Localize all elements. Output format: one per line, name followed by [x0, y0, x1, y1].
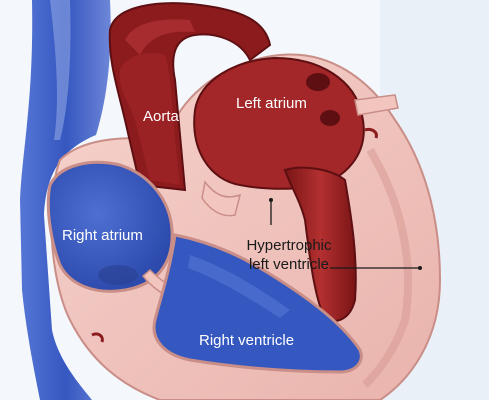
- pulmonary-vein-opening: [306, 73, 330, 91]
- leader-dot: [418, 266, 422, 270]
- label-hypertrophic-line2: left ventricle: [248, 256, 330, 273]
- pulmonary-vein-opening: [320, 110, 340, 126]
- label-aorta: Aorta: [143, 108, 179, 125]
- lv-wall-shading: [362, 147, 413, 388]
- label-right-atrium: Right atrium: [62, 227, 143, 244]
- aorta-lumen: [119, 53, 180, 185]
- label-left-atrium: Left atrium: [236, 95, 307, 112]
- leader-dot: [269, 198, 273, 202]
- coronary-vessel: [364, 128, 378, 139]
- left-ventricle-cavity: [283, 166, 357, 322]
- rv-highlight: [188, 255, 290, 318]
- coronary-sinus: [98, 265, 138, 285]
- pulmonary-vein: [354, 94, 399, 116]
- right-atrium-chamber: [46, 160, 174, 293]
- left-atrium-chamber: [193, 56, 365, 190]
- aorta-highlight: [125, 19, 195, 55]
- vena-cava-highlight: [50, 0, 71, 140]
- mitral-valve: [201, 180, 242, 217]
- label-hypertrophic-line1: Hypertrophic: [246, 237, 332, 254]
- label-right-ventricle: Right ventricle: [199, 332, 295, 349]
- vena-cava: [20, 0, 111, 400]
- coronary-vessel: [91, 332, 104, 343]
